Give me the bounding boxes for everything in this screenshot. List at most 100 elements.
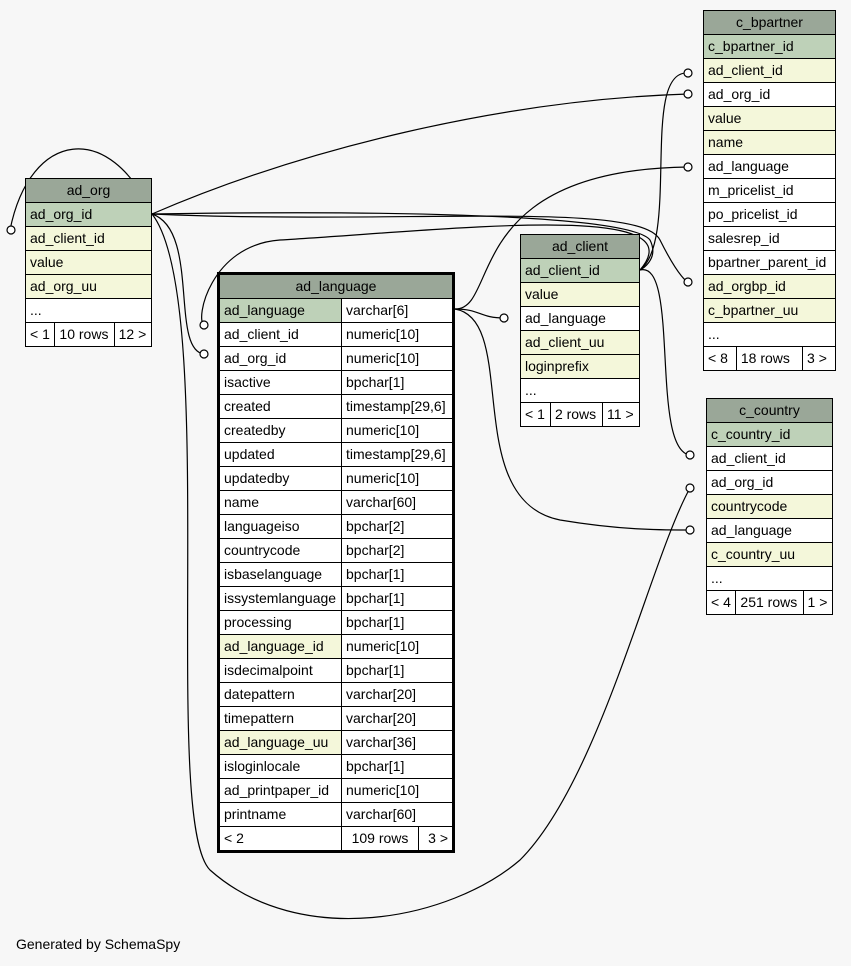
column-name[interactable]: ad_client_id (218, 322, 342, 347)
column-name[interactable]: ad_language (218, 298, 342, 323)
column-row[interactable]: ... (25, 298, 152, 323)
column-row[interactable]: salesrep_id (703, 226, 836, 251)
column-name[interactable]: createdby (218, 418, 342, 443)
table-title[interactable]: c_bpartner (703, 10, 836, 35)
column-row[interactable]: c_country_id (706, 422, 833, 447)
column-name[interactable]: created (218, 394, 342, 419)
column-row[interactable]: c_bpartner_uu (703, 298, 836, 323)
column-row[interactable]: loginprefix (520, 354, 640, 379)
column-row[interactable]: value (520, 282, 640, 307)
column-name[interactable]: datepattern (218, 682, 342, 707)
column-row[interactable]: m_pricelist_id (703, 178, 836, 203)
table-ad-client[interactable]: ad_client ad_client_id value ad_language… (520, 234, 640, 427)
column-name[interactable]: isactive (218, 370, 342, 395)
table-title[interactable]: ad_org (25, 178, 152, 203)
column-row[interactable]: c_country_uu (706, 542, 833, 567)
column-row[interactable]: ad_client_uu (520, 330, 640, 355)
edge-end-circle (685, 450, 695, 460)
column-name[interactable]: updatedby (218, 466, 342, 491)
column-name[interactable]: isbaselanguage (218, 562, 342, 587)
column-row[interactable]: po_pricelist_id (703, 202, 836, 227)
column-name[interactable]: name (218, 490, 342, 515)
edge-language-bpartner (454, 166, 689, 310)
column-name[interactable]: isloginlocale (218, 754, 342, 779)
column-name[interactable]: issystemlanguage (218, 586, 342, 611)
column-row[interactable]: ad_client_id (520, 258, 640, 283)
nav-prev[interactable]: < 1 (24, 322, 56, 347)
table-ad-org[interactable]: ad_org ad_org_id ad_client_id value ad_o… (24, 178, 153, 347)
table-title[interactable]: ad_client (520, 234, 640, 259)
column-name[interactable]: processing (218, 610, 342, 635)
column-row[interactable]: countrycode (706, 494, 833, 519)
nav-next[interactable]: 3 > (802, 346, 836, 371)
nav-next[interactable]: 12 > (113, 322, 153, 347)
nav-next[interactable]: 11 > (602, 402, 640, 427)
column-row[interactable]: value (25, 250, 152, 275)
nav-prev[interactable]: < 4 (705, 590, 737, 615)
column-name[interactable]: printname (218, 802, 342, 827)
edge-ad-org-orgbp (151, 213, 689, 283)
column-row[interactable]: ad_client_id (25, 226, 152, 251)
edge-language-country (454, 308, 689, 531)
column-row[interactable]: ... (520, 378, 640, 403)
column-name[interactable]: ad_printpaper_id (218, 778, 342, 803)
table-title[interactable]: ad_language (218, 273, 454, 299)
column-row[interactable]: value (703, 106, 836, 131)
column-type: numeric[10] (341, 322, 454, 347)
column-name[interactable]: ad_language_uu (218, 730, 342, 755)
column-name[interactable]: ad_org_id (218, 346, 342, 371)
column-name[interactable]: updated (218, 442, 342, 467)
column-name[interactable]: countrycode (218, 538, 342, 563)
column-row[interactable]: ad_language (520, 306, 640, 331)
nav-prev[interactable]: < 2 (218, 826, 342, 852)
column-name[interactable]: ad_language_id (218, 634, 342, 659)
column-row[interactable]: bpartner_parent_id (703, 250, 836, 275)
table-title[interactable]: c_country (706, 398, 833, 423)
column-row[interactable]: ad_client_id (703, 58, 836, 83)
column-row[interactable]: name (703, 130, 836, 155)
column-row[interactable]: ad_orgbp_id (703, 274, 836, 299)
column-row[interactable]: ad_language (703, 154, 836, 179)
nav-next[interactable]: 1 > (802, 590, 834, 615)
column-row[interactable]: ad_language (706, 518, 833, 543)
column-name[interactable]: languageiso (218, 514, 342, 539)
column-row[interactable]: ad_client_id (706, 446, 833, 471)
nav-prev[interactable]: < 8 (703, 346, 737, 371)
column-row[interactable]: ad_org_id (703, 82, 836, 107)
column-row[interactable]: c_bpartner_id (703, 34, 836, 59)
column-row[interactable]: ... (706, 566, 833, 591)
column-row[interactable]: ad_org_id (25, 202, 152, 227)
column-name[interactable]: isdecimalpoint (218, 658, 342, 683)
column-row[interactable]: ad_org_uu (25, 274, 152, 299)
column-name[interactable]: timepattern (218, 706, 342, 731)
nav-prev[interactable]: < 1 (520, 402, 551, 427)
nav-next[interactable]: 3 > (418, 826, 454, 852)
column-row[interactable]: ... (703, 322, 836, 347)
column-row[interactable]: ad_org_id (706, 470, 833, 495)
